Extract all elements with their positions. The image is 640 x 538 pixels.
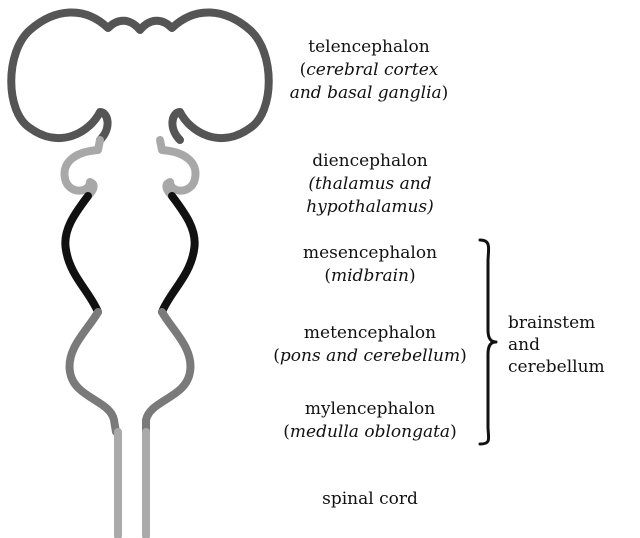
spinal-cord-name: spinal cord [290,488,450,511]
metencephalon-open-paren: ( [273,346,280,366]
diencephalon-detail-1: (thalamus and [290,173,450,196]
mesencephalon-name: mesencephalon [290,242,450,265]
bracket-label-line-2: and cerebellum [508,334,638,378]
telencephalon-detail-2: and basal ganglia [290,83,442,103]
diencephalon-detail-2: hypothalamus) [290,196,450,219]
mylencephalon-detail: medulla oblongata [290,422,450,442]
metencephalon-detail: pons and cerebellum [280,346,460,366]
telencephalon-name: telencephalon [280,36,458,59]
diencephalon-outline-left [64,140,100,196]
bracket-label-line-1: brainstem [508,312,638,334]
metencephalon-close-paren: ) [460,346,467,366]
mesencephalon-outline-left [65,196,98,312]
diencephalon-name: diencephalon [290,150,450,173]
telencephalon-label: telencephalon (cerebral cortex and basal… [280,36,458,105]
diencephalon-outline-right [160,140,196,196]
diencephalon-label: diencephalon (thalamus and hypothalamus) [290,150,450,219]
hindbrain-outline-right [146,312,190,432]
mesencephalon-label: mesencephalon (midbrain) [290,242,450,288]
mesencephalon-outline-right [162,196,195,312]
mesencephalon-detail: midbrain [331,266,409,286]
mylencephalon-close-paren: ) [450,422,457,442]
mylencephalon-open-paren: ( [283,422,290,442]
mesencephalon-open-paren: ( [324,266,331,286]
mylencephalon-name: mylencephalon [270,398,470,421]
telencephalon-detail-1: cerebral cortex [306,60,438,80]
telencephalon-close-paren: ) [442,83,449,103]
metencephalon-name: metencephalon [270,322,470,345]
metencephalon-label: metencephalon (pons and cerebellum) [270,322,470,368]
hindbrain-outline-left [70,312,116,432]
mylencephalon-label: mylencephalon (medulla oblongata) [270,398,470,444]
brainstem-bracket-label: brainstem and cerebellum [508,312,638,378]
spinal-cord-label: spinal cord [290,488,450,511]
mesencephalon-close-paren: ) [409,266,416,286]
telencephalon-outline-left [11,12,269,140]
brainstem-bracket [480,240,496,444]
